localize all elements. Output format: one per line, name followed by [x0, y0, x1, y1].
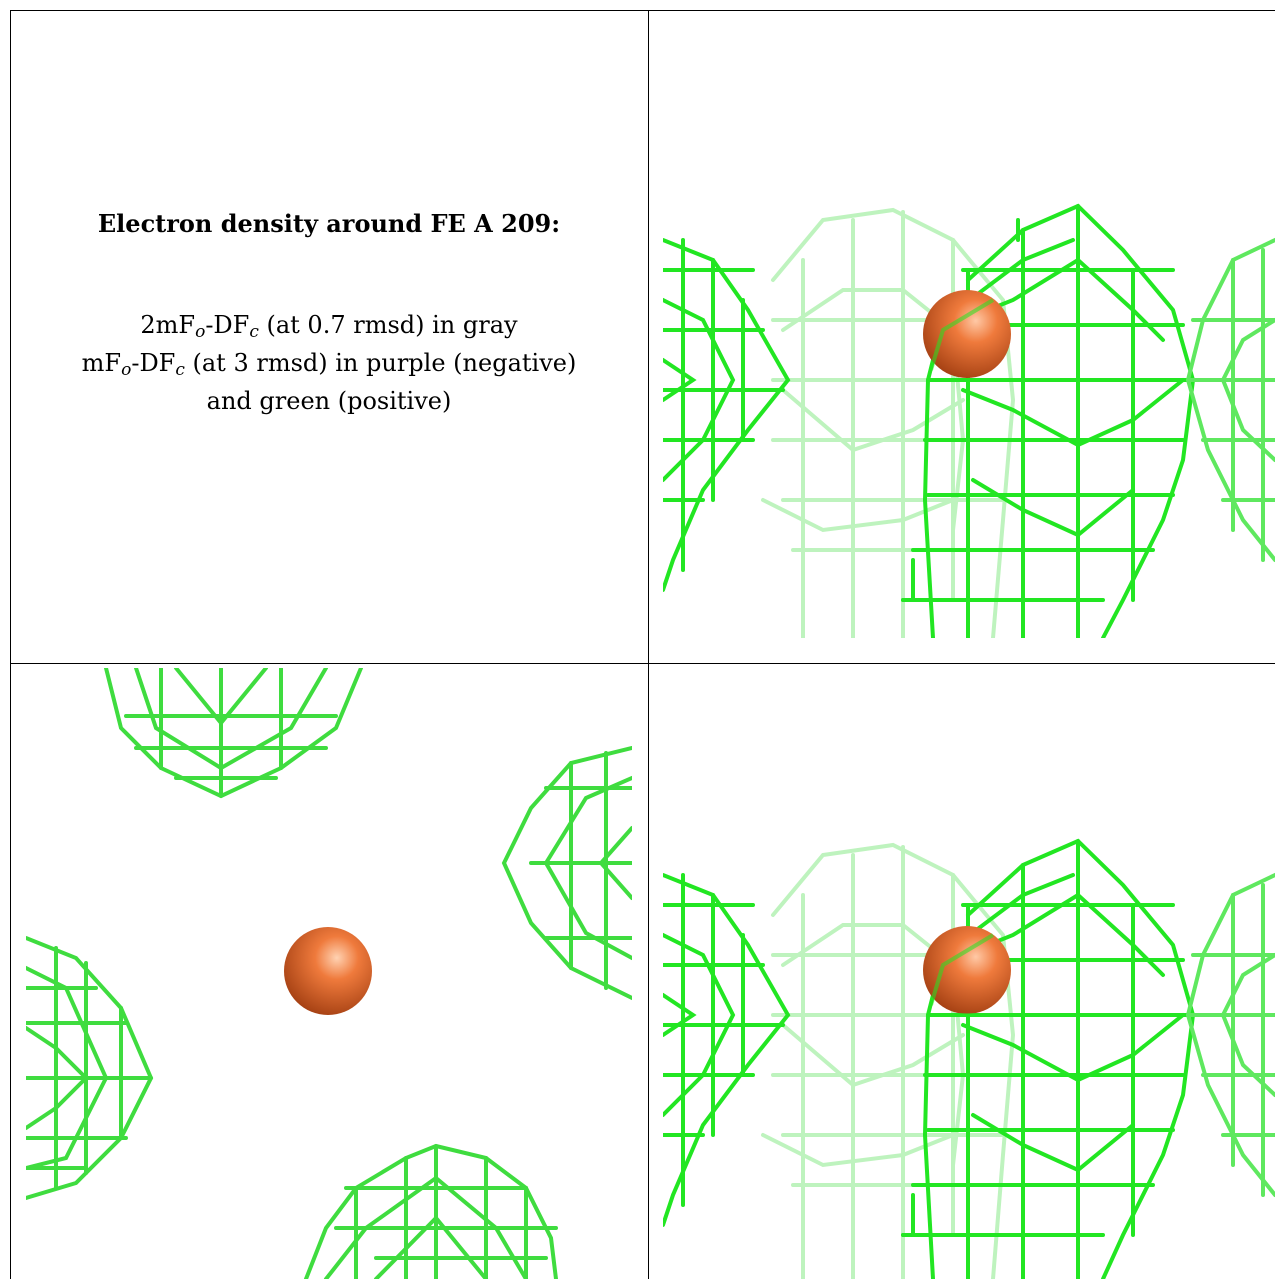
frame-left-border [10, 10, 11, 1279]
density-mesh-side-bottom [663, 838, 1275, 1279]
mesh-blob-top [104, 668, 363, 799]
legend-line-2mfo: 2mFo-DFc (at 0.7 rmsd) in gray [140, 311, 518, 342]
mesh-blob-left [26, 936, 154, 1200]
frame-middle-border [10, 663, 1275, 664]
mesh-blob-right [501, 746, 632, 1000]
mesh-blob-bottom [304, 1143, 558, 1279]
legend-title: Electron density around FE A 209: [97, 209, 561, 238]
legend-line-mfo: mFo-DFc (at 3 rmsd) in purple (negative) [81, 349, 577, 380]
frame-center-divider [648, 10, 649, 1279]
density-mesh-top-down [26, 668, 632, 1279]
legend-cell: Electron density around FE A 209: 2mFo-D… [10, 11, 648, 663]
frame-top-border [10, 10, 1275, 11]
density-mesh-side-top [663, 203, 1275, 638]
legend-description: 2mFo-DFc (at 0.7 rmsd) in gray mFo-DFc (… [82, 306, 577, 420]
fe-atom-bottom [923, 926, 1011, 1014]
top-down-view-panel [26, 668, 632, 1279]
side-view-top-panel [663, 200, 1275, 638]
fe-atom-top [923, 290, 1011, 378]
legend-line-green: and green (positive) [206, 387, 452, 415]
side-view-bottom-panel [663, 835, 1275, 1279]
fe-atom-center [284, 927, 372, 1015]
